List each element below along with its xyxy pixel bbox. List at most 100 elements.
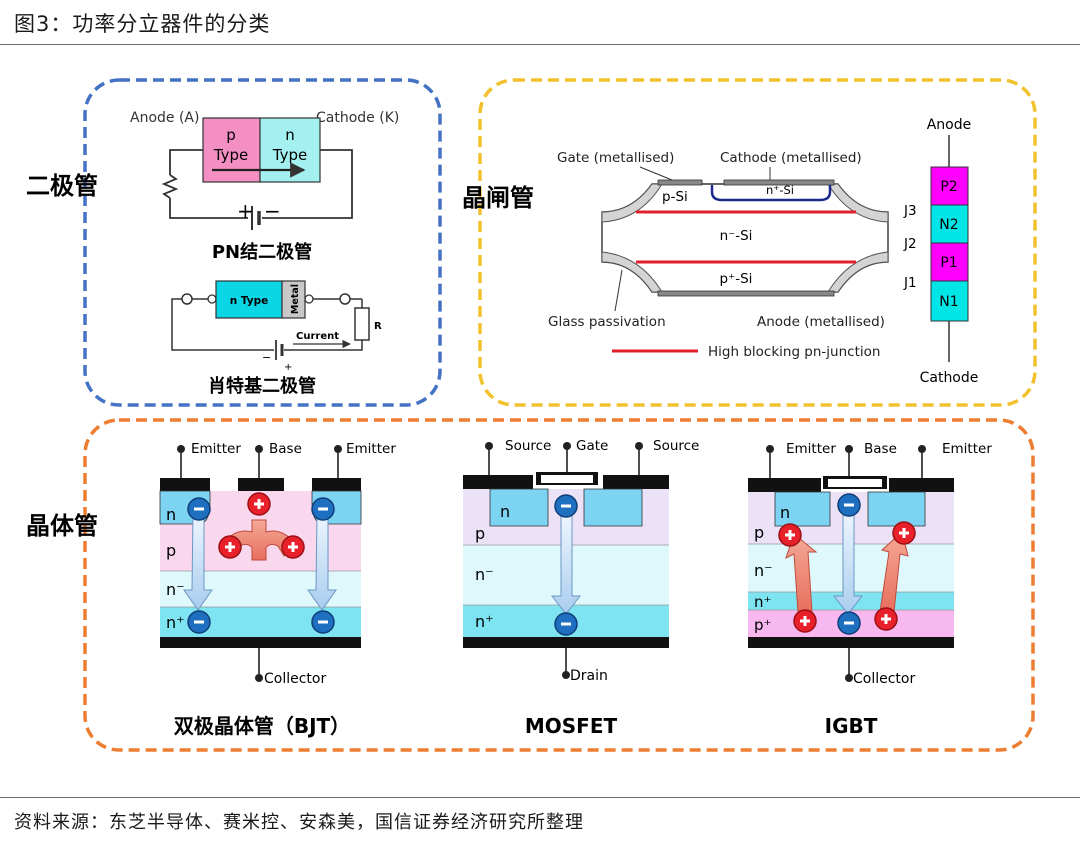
junction-legend-text: High blocking pn-junction [708, 344, 880, 360]
resistor-zigzag [161, 174, 179, 199]
bjt-collector-dot [255, 674, 263, 682]
igbt-emitter-right-metal [889, 478, 954, 492]
junction-j1-label: J1 [903, 275, 917, 291]
glass-leader [614, 269, 623, 312]
stack-layer-n1 [930, 280, 969, 322]
mosfet-n-plus-label: n⁺ [475, 612, 494, 631]
cathode-label: Cathode (K) [316, 110, 399, 126]
bjt-emitter-left-metal [160, 478, 210, 491]
bjt-emitter-left-label: Emitter [191, 441, 241, 457]
mosfet-source-right-label: Source [653, 438, 699, 454]
igbt-base-dot [845, 445, 853, 453]
anode-label: Anode (A) [130, 110, 199, 126]
mosfet-source-left-label: Source [505, 438, 551, 454]
n-type-block [215, 280, 283, 319]
igbt-cross-section: Emitter Base Emitter n p n⁻ n⁺ p⁺ [748, 441, 992, 738]
igbt-collector-label: Collector [853, 671, 915, 687]
igbt-caption: IGBT [825, 714, 878, 738]
mosfet-gate-label: Gate [576, 438, 608, 454]
p-si-label: p-Si [662, 189, 688, 205]
mosfet-source-right-metal [603, 475, 669, 489]
right-terminal [339, 293, 351, 305]
source-divider [0, 797, 1080, 798]
schottky-contact-left [207, 294, 217, 304]
mosfet-source-left-dot [485, 442, 493, 450]
igbt-n-left [774, 491, 831, 527]
mosfet-n-label: n [500, 502, 510, 521]
igbt-emitter-left-label: Emitter [786, 441, 836, 457]
mosfet-p-label: p [475, 524, 485, 543]
battery-plus: + [237, 199, 254, 223]
bjt-hole-left [218, 535, 242, 559]
junction-j3-label: J3 [903, 203, 917, 219]
n-type-text: Type [272, 146, 307, 164]
battery-minus: − [264, 199, 281, 223]
cathode-metal-label: Cathode (metallised) [720, 150, 862, 166]
bjt-cross-section: Emitter Base Emitter n p n⁻ n⁺ [159, 441, 396, 738]
p-type-region [202, 117, 261, 183]
bjt-emitter-right-label: Emitter [346, 441, 396, 457]
bjt-emitter-left-dot [177, 445, 185, 453]
gate-metal [657, 179, 703, 186]
mosfet-cross-section: Source Gate Source n p n⁻ n⁺ Drain MOSFE… [463, 438, 699, 738]
stack-p1-label: P1 [940, 255, 957, 271]
bjt-n-label: n [166, 505, 176, 524]
bjt-n-plus-label: n⁺ [166, 613, 185, 632]
thyristor-layer-stack: Anode P2 N2 P1 N1 J3 J2 J1 Cathode [903, 117, 978, 386]
bjt-electron-flow-left [183, 511, 213, 611]
schottky-plus: + [284, 362, 292, 373]
diode-panel-border [83, 78, 442, 407]
n-letter: n [285, 126, 295, 144]
mosfet-drain-dot [562, 671, 570, 679]
igbt-hole-bottom-right [874, 607, 898, 631]
stack-layer-n2 [930, 204, 969, 244]
resistor-label: R [374, 321, 382, 332]
schottky-diode: n Type Metal R − + Current 肖特基二极管 [171, 280, 382, 397]
transistor-category-label: 晶体管 [26, 512, 98, 540]
igbt-electron-emitter [837, 493, 861, 517]
thyristor-panel-border [478, 78, 1037, 407]
glass-passivation-label: Glass passivation [548, 314, 666, 330]
anode-metal [657, 290, 835, 297]
current-label: Current [296, 331, 339, 342]
bjt-n-minus-layer [160, 571, 361, 607]
n-type-text: n Type [230, 295, 269, 307]
bjt-electron-flow-right [307, 511, 337, 611]
pn-circuit-wire [169, 149, 203, 175]
bjt-collector-metal [160, 637, 361, 648]
igbt-gate-oxide [828, 479, 882, 487]
pn-diode: Anode (A) Cathode (K) p Type n Type + − … [130, 110, 399, 263]
stack-p2-label: P2 [940, 179, 957, 195]
bjt-collector-label: Collector [264, 671, 326, 687]
metal-text: Metal [290, 284, 301, 314]
bjt-hole-top [247, 492, 271, 516]
igbt-hole-top-left [778, 523, 802, 547]
igbt-n-right [867, 491, 926, 527]
schottky-wire-right [284, 340, 363, 351]
bjt-electron-collector-right [311, 610, 335, 634]
mosfet-source-right-dot [635, 442, 643, 450]
igbt-hole-bottom-left [793, 609, 817, 633]
n-type-region [259, 117, 321, 183]
igbt-electron-collector [837, 611, 861, 635]
bjt-n-minus-label: n⁻ [166, 580, 185, 599]
schottky-minus: − [262, 351, 271, 364]
schottky-contact-right [304, 294, 314, 304]
igbt-n-label: n [780, 503, 790, 522]
bjt-hole-right [281, 535, 305, 559]
transistor-panel-border [83, 418, 1035, 752]
mosfet-drain-label: Drain [570, 668, 608, 684]
bjt-electron-collector-left [187, 610, 211, 634]
igbt-collector-metal [748, 637, 954, 648]
mosfet-source-left-metal [463, 475, 533, 489]
pn-diode-caption: PN结二极管 [212, 241, 312, 263]
schottky-caption: 肖特基二极管 [208, 375, 316, 397]
p-type-text: Type [213, 146, 248, 164]
mosfet-electron-drain [554, 612, 578, 636]
figure-source: 资料来源：东芝半导体、赛米控、安森美，国信证券经济研究所整理 [14, 812, 584, 833]
stack-cathode-label: Cathode [920, 370, 979, 386]
igbt-emitter-left-dot [766, 445, 774, 453]
stack-anode-label: Anode [927, 117, 972, 133]
bjt-emitter-right-metal [312, 478, 361, 491]
n-minus-si-label: n⁻-Si [720, 228, 753, 244]
